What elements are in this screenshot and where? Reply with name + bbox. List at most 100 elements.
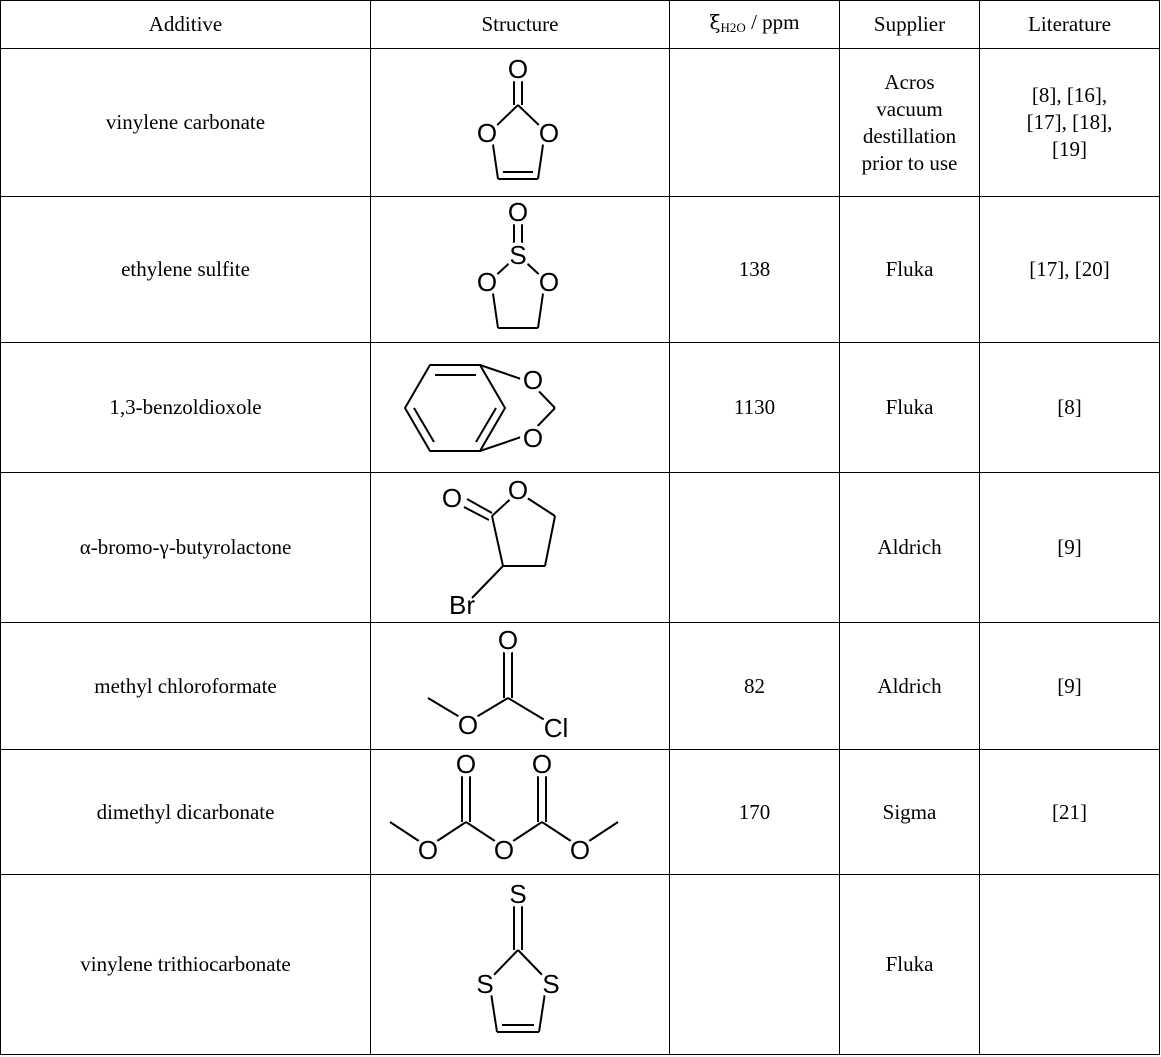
supplier-line: vacuum [876,96,943,121]
supplier-line: Aldrich [877,535,942,559]
structure-cell: O S O O [370,196,670,343]
structure-cell: S S S [370,874,670,1055]
literature-cell: [9] [979,472,1160,623]
water-ppm: 138 [669,196,840,343]
table-row: ethylene sulfite O S O O 138 Fluka [17], [0,196,1160,343]
structure-cell: O O O [370,48,670,197]
literature-line: [8] [1057,395,1082,419]
atom-oxygen: O [532,749,552,779]
literature-cell: [21] [979,749,1160,875]
additive-name: ethylene sulfite [0,196,371,343]
header-row: Additive Structure ξH2O / ppm Supplier L… [0,0,1160,49]
literature-line: [19] [1052,137,1087,161]
table-row: methyl chloroformate O O Cl 82 Aldrich [… [0,622,1160,750]
literature-cell: [8], [16], [17], [18], [19] [979,48,1160,197]
supplier-cell: Fluka [839,342,980,473]
supplier-cell: Sigma [839,749,980,875]
atom-oxygen: O [458,710,478,740]
additive-name: vinylene carbonate [0,48,371,197]
benzodioxole-structure: O O [403,363,556,453]
atom-sulfur: S [509,240,526,270]
atom-oxygen: O [523,365,543,395]
literature-line: [9] [1057,673,1082,698]
atom-oxygen: O [494,835,514,865]
header-water-content: ξH2O / ppm [669,0,840,49]
supplier-cell: Fluka [839,196,980,343]
atom-oxygen: O [418,835,438,865]
atom-oxygen: O [570,835,590,865]
supplier-line: Fluka [885,395,934,419]
supplier-cell: Acros vacuum destillation prior to use [839,48,980,197]
literature-cell [979,874,1160,1055]
vinylene-trithiocarbonate-structure: S S S [472,879,564,1033]
supplier-cell: Aldrich [839,472,980,623]
table-row: α-bromo-γ-butyrolactone O O Br Aldrich [0,472,1160,623]
dimethyl-dicarbonate-structure: O O O O O [389,749,619,865]
additive-name: 1,3-benzoldioxole [0,342,371,473]
additive-name: methyl chloroformate [0,622,371,750]
bromobutyrolactone-structure: O O Br [439,475,556,620]
atom-oxygen: O [477,267,497,297]
header-structure: Structure [370,0,670,49]
supplier-line: Acros [884,69,935,94]
atom-bromine: Br [449,590,475,620]
atom-oxygen: O [508,54,528,84]
atom-chlorine: Cl [544,713,569,743]
atom-sulfur: S [542,969,559,999]
ethylene-sulfite-structure: O S O O [474,197,562,329]
additive-name: α-bromo-γ-butyrolactone [0,472,371,623]
literature-line: [17], [20] [1029,257,1110,281]
xi-unit: / ppm [745,9,800,34]
table-row: vinylene trithiocarbonate S S S Fluka [0,874,1160,1055]
literature-line: [8], [16], [1031,83,1108,107]
supplier-line: Fluka [885,952,934,976]
water-ppm [669,874,840,1055]
literature-cell: [8] [979,342,1160,473]
literature-cell: [17], [20] [979,196,1160,343]
atom-oxygen: O [539,267,559,297]
supplier-line: Sigma [882,799,937,824]
water-ppm: 82 [669,622,840,750]
supplier-cell: Fluka [839,874,980,1055]
atom-oxygen: O [498,625,518,655]
water-ppm: 170 [669,749,840,875]
water-ppm [669,472,840,623]
literature-line: [17], [18], [1026,110,1113,134]
additive-name: dimethyl dicarbonate [0,749,371,875]
literature-cell: [9] [979,622,1160,750]
vinylene-carbonate-structure: O O O [474,54,562,180]
supplier-line: prior to use [861,150,958,175]
supplier-line: destillation [862,123,957,148]
header-additive: Additive [0,0,371,49]
water-ppm: 1130 [669,342,840,473]
atom-oxygen: O [477,118,497,148]
atom-oxygen: O [539,118,559,148]
structure-cell: O O Cl [370,622,670,750]
structure-cell: O O [370,342,670,473]
header-supplier: Supplier [839,0,980,49]
structure-cell: O O O O O [370,749,670,875]
atom-sulfur: S [476,969,493,999]
atom-oxygen: O [523,423,543,453]
table-row: vinylene carbonate O O O Acros vacuum de… [0,48,1160,197]
water-ppm [669,48,840,197]
atom-oxygen: O [442,483,462,513]
header-literature: Literature [979,0,1160,49]
methyl-chloroformate-structure: O O Cl [427,625,571,743]
structure-cell: O O Br [370,472,670,623]
literature-line: [21] [1052,799,1087,824]
supplier-line: Aldrich [877,673,942,698]
supplier-line: Fluka [885,257,934,281]
atom-oxygen: O [456,749,476,779]
literature-line: [9] [1057,535,1082,559]
xi-subscript: H2O [720,19,746,35]
atom-oxygen: O [508,475,528,505]
supplier-cell: Aldrich [839,622,980,750]
atom-oxygen: O [508,197,528,227]
additive-name: vinylene trithiocarbonate [0,874,371,1055]
xi-symbol: ξ [709,9,721,34]
atom-sulfur: S [509,879,526,909]
table-row: dimethyl dicarbonate O O O O O [0,749,1160,875]
table-row: 1,3-benzoldioxole O O 1130 Fluka [8] [0,342,1160,473]
